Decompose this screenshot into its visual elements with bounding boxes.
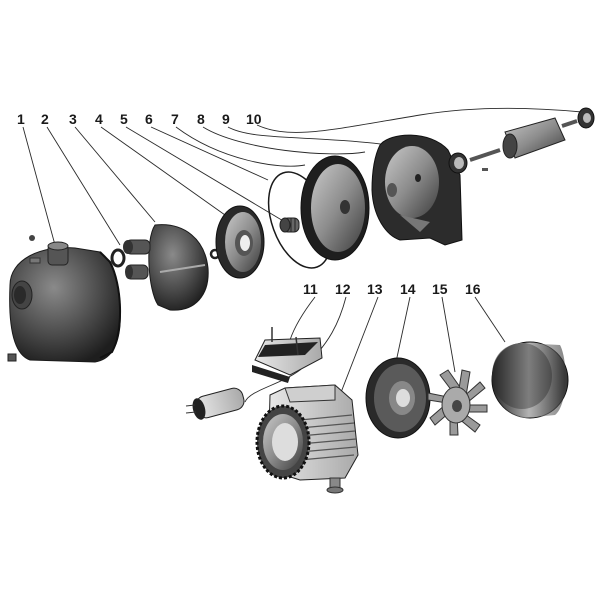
label-6: 6 (145, 111, 153, 127)
label-3: 3 (69, 111, 77, 127)
label-15: 15 (432, 281, 448, 297)
label-8: 8 (197, 111, 205, 127)
label-1: 1 (17, 111, 25, 127)
leader-lines (22, 107, 583, 403)
label-4: 4 (95, 111, 103, 127)
label-16: 16 (465, 281, 481, 297)
o-ring-part-2 (110, 248, 126, 268)
label-14: 14 (400, 281, 416, 297)
label-13: 13 (367, 281, 383, 297)
motor-bracket-part-8 (371, 134, 463, 246)
mechanical-seal-part-5 (279, 217, 300, 233)
capacitor-part-12 (185, 387, 245, 420)
label-12: 12 (335, 281, 351, 297)
seal-plate-part-7 (300, 155, 370, 261)
label-11: 11 (303, 281, 318, 297)
end-shield-part-14 (365, 357, 431, 439)
rotor-shaft-part-10 (469, 107, 595, 162)
key-pin (482, 168, 488, 171)
bearing-part-9 (448, 152, 468, 174)
label-5: 5 (120, 111, 128, 127)
label-9: 9 (222, 111, 230, 127)
label-2: 2 (41, 111, 49, 127)
label-7: 7 (171, 111, 179, 127)
cooling-fan-part-15 (427, 369, 488, 436)
motor-housing-part-13 (255, 384, 359, 494)
pump-housing-part-1 (7, 235, 121, 363)
impeller-part-4 (215, 205, 265, 279)
terminal-box-part-11 (252, 327, 323, 383)
ejector-part-3 (123, 224, 209, 311)
part-labels: 1 2 3 4 5 6 7 8 9 10 11 12 13 14 15 16 (17, 111, 481, 297)
label-10: 10 (246, 111, 262, 127)
fan-cover-part-16 (491, 341, 569, 419)
